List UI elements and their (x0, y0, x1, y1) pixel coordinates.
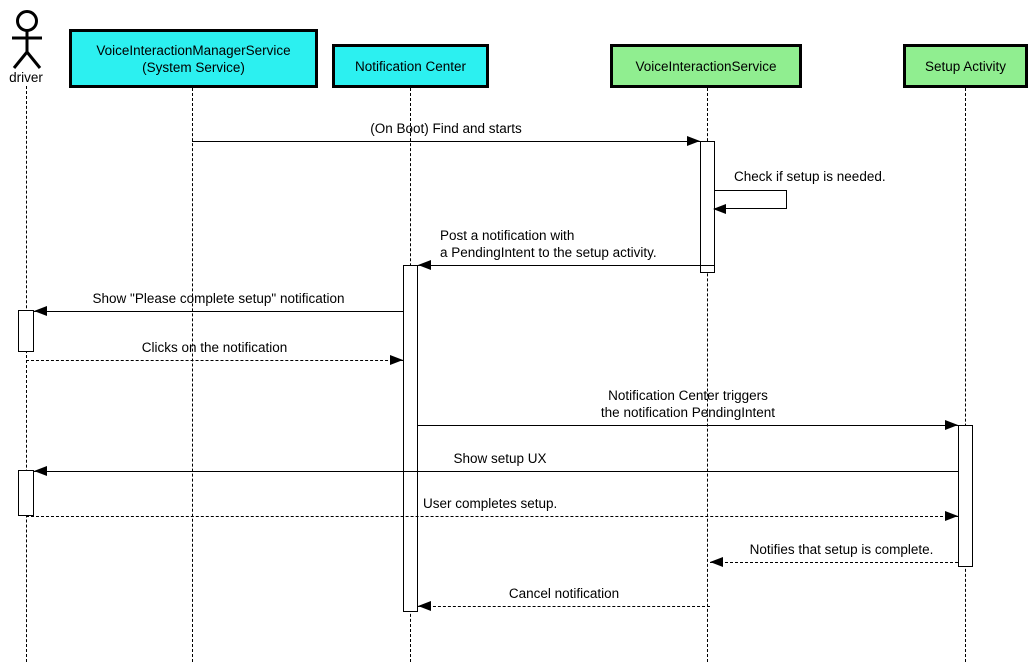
message-label-8: User completes setup. (423, 496, 558, 511)
message-selfcall-2 (715, 190, 787, 209)
message-label-7: Show setup UX (453, 451, 547, 466)
message-label-10: Cancel notification (508, 586, 620, 601)
lifeline-voiceinteractionservice (707, 88, 708, 662)
message-line-3 (418, 265, 715, 266)
message-arrowhead-2 (713, 203, 726, 214)
participant-box-voiceinteractionmanagerservice[interactable]: VoiceInteractionManagerService (System S… (69, 29, 318, 88)
message-arrowhead-3 (418, 259, 431, 270)
message-label-5: Clicks on the notification (141, 340, 288, 355)
message-label-9: Notifies that setup is complete. (749, 542, 934, 557)
participant-box-setup-activity[interactable]: Setup Activity (903, 44, 1028, 88)
participant-label-setup-activity: Setup Activity (924, 58, 1007, 74)
stick-figure-icon (12, 10, 42, 69)
participant-box-voiceinteractionservice[interactable]: VoiceInteractionService (610, 44, 802, 88)
lifeline-driver (26, 86, 27, 662)
message-line-7 (34, 471, 958, 472)
activation-bar-driver-2 (18, 470, 34, 516)
message-line-8 (26, 516, 958, 517)
message-line-6 (418, 425, 958, 426)
message-arrowhead-5 (390, 354, 403, 365)
participant-label-notification-center: Notification Center (354, 58, 467, 74)
message-arrowhead-7 (34, 465, 47, 476)
participant-label-voiceinteractionservice: VoiceInteractionService (635, 58, 777, 74)
message-arrowhead-10 (418, 600, 431, 611)
actor-driver[interactable] (4, 10, 50, 70)
message-label-6: Notification Center triggers the notific… (600, 388, 776, 420)
message-arrowhead-1 (687, 135, 700, 146)
activation-bar-setup-activity (958, 425, 973, 567)
message-line-9 (710, 562, 958, 563)
message-line-4 (34, 311, 403, 312)
participant-label-vims: VoiceInteractionManagerService (System S… (96, 42, 291, 75)
message-arrowhead-8 (945, 510, 958, 521)
lifeline-vims (192, 88, 193, 662)
message-label-1: (On Boot) Find and starts (370, 121, 522, 136)
actor-driver-label: driver (9, 70, 43, 85)
message-arrowhead-6 (945, 419, 958, 430)
message-label-4: Show "Please complete setup" notificatio… (92, 291, 345, 306)
message-line-5 (26, 360, 403, 361)
lifeline-setup-activity (965, 88, 966, 662)
message-line-1 (192, 141, 700, 142)
activation-bar-notification-center (403, 265, 418, 612)
activation-bar-driver-1 (18, 310, 34, 352)
message-arrowhead-9 (710, 556, 723, 567)
message-label-2: Check if setup is needed. (734, 169, 886, 184)
message-line-10 (418, 606, 710, 607)
message-arrowhead-4 (34, 305, 47, 316)
message-label-3: Post a notification with a PendingIntent… (440, 228, 657, 260)
participant-box-notification-center[interactable]: Notification Center (332, 44, 489, 88)
